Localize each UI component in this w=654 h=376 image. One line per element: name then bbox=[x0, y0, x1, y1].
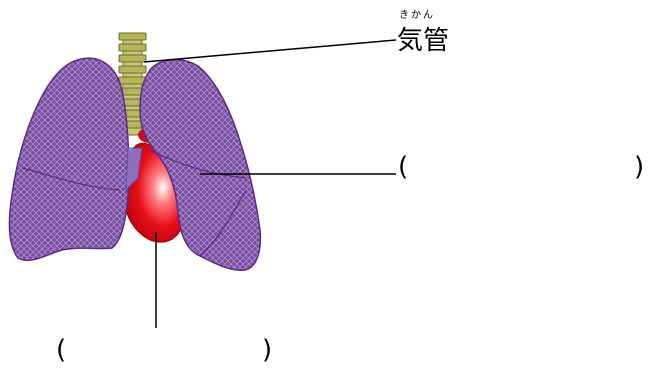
right-lung-fissure-upper bbox=[149, 149, 247, 179]
heart-blank-open-paren: ( bbox=[56, 335, 67, 365]
trachea-label: 気管 bbox=[397, 26, 450, 56]
trachea-leader-line bbox=[143, 39, 397, 63]
left-lung-fissure bbox=[21, 167, 121, 191]
right-lung-fissure-lower bbox=[199, 189, 247, 257]
lung-blank-close-paren: ) bbox=[634, 152, 645, 182]
leader-lines bbox=[143, 39, 397, 328]
heart-blank-close-paren: ) bbox=[262, 335, 273, 365]
right-lung bbox=[139, 58, 262, 271]
trachea-reading: きかん bbox=[399, 10, 435, 21]
left-lung-shape bbox=[8, 57, 130, 262]
lung-blank-open-paren: ( bbox=[398, 152, 409, 182]
left-lung bbox=[8, 57, 130, 262]
bronchus bbox=[125, 147, 143, 192]
